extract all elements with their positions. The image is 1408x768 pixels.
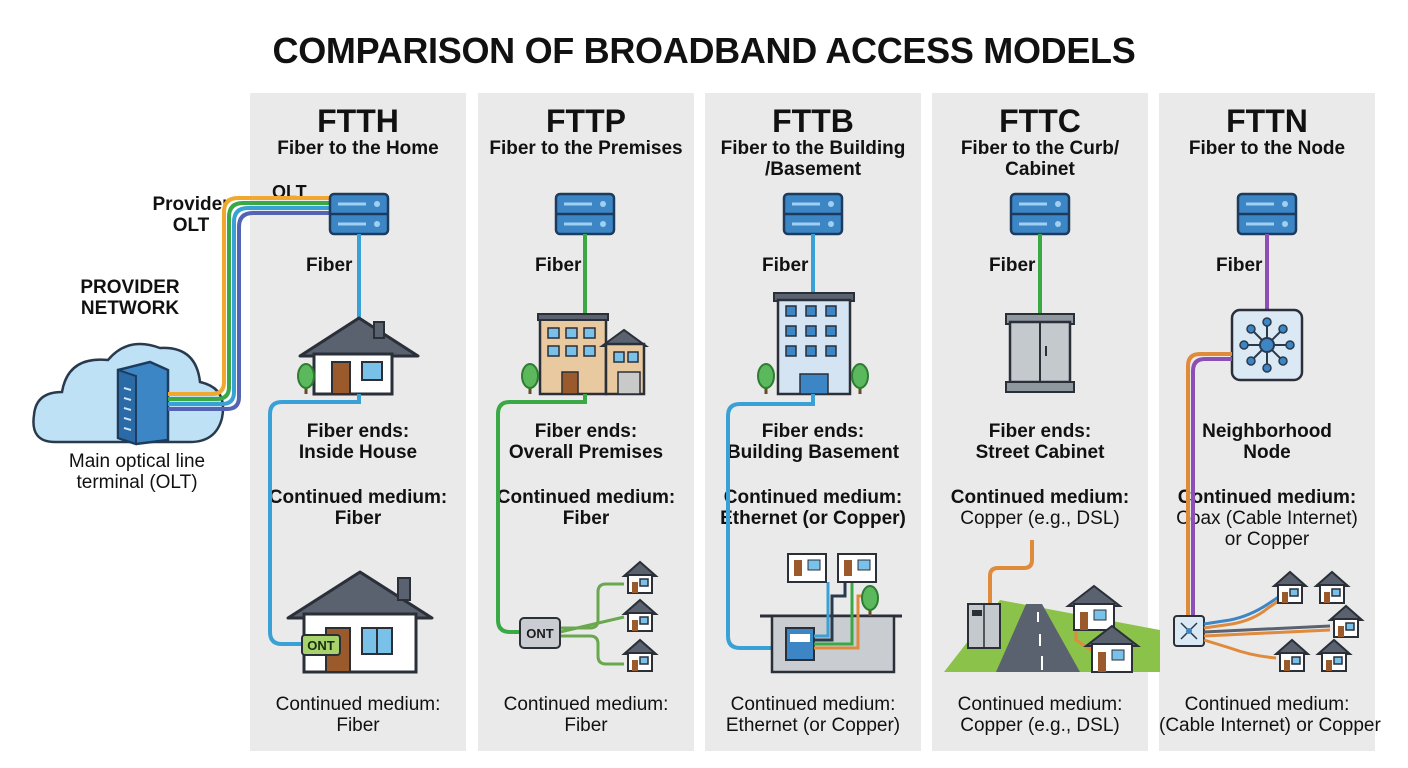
ont-device-icon <box>519 617 561 649</box>
ont-device-icon <box>301 634 341 656</box>
tree-icon <box>521 363 539 395</box>
fiber-label: Fiber <box>535 255 582 276</box>
fiber-ends-label: Fiber ends:Overall Premises <box>508 421 664 463</box>
continued-medium-label: Continued medium:Coax (Cable Internet)or… <box>1176 487 1358 550</box>
continued-medium-label: Continued medium:Copper (e.g., DSL) <box>950 487 1130 529</box>
bottom-medium-label: Continued medium:Fiber <box>503 694 669 736</box>
bottom-medium-label: Continued medium:Ethernet (or Copper) <box>725 694 901 736</box>
fiber-label: Fiber <box>1216 255 1263 276</box>
fiber-ends-label: Fiber ends:Inside House <box>298 421 418 463</box>
olt-server-icon <box>554 192 616 236</box>
node-feed-cable <box>1186 352 1232 616</box>
home-icon <box>623 561 657 594</box>
panel-subtitle: Fiber to the Curb/Cabinet <box>960 138 1120 180</box>
coax-drop-lines <box>1203 594 1331 660</box>
curb-cabinet-icon <box>967 603 1001 649</box>
panel-subtitle: Fiber to the Building/Basement <box>720 138 906 180</box>
panel-abbr: FTTC <box>999 103 1081 139</box>
fiber-label: Fiber <box>989 255 1036 276</box>
home-icon <box>1329 605 1363 638</box>
street-cabinet-icon <box>1005 313 1075 393</box>
home-icon <box>1275 639 1309 672</box>
home-icon <box>623 599 657 632</box>
drop-lines <box>559 582 625 666</box>
fiber-premises-line <box>496 394 587 634</box>
panel-subtitle: Fiber to the Premises <box>489 138 683 159</box>
panel-abbr: FTTB <box>772 103 854 139</box>
tree-icon <box>757 363 775 395</box>
panel-abbr: FTTP <box>546 103 626 139</box>
fiber-label: Fiber <box>306 255 353 276</box>
olt-server-icon <box>1009 192 1071 236</box>
home-icon <box>286 570 434 674</box>
home-icon <box>1083 624 1141 673</box>
bottom-medium-label: Continued medium:Copper (e.g., DSL) <box>957 694 1123 736</box>
home-icon <box>1315 571 1349 604</box>
ont-label: ONT <box>526 626 554 641</box>
continued-medium-label: Continued medium:Fiber <box>496 487 676 529</box>
distribution-tap-icon <box>1173 615 1205 647</box>
olt-server-icon <box>1236 192 1298 236</box>
home-icon <box>1273 571 1307 604</box>
neighborhood-node-icon <box>1230 308 1304 382</box>
bottom-medium-label: Continued medium:Fiber <box>275 694 441 736</box>
continued-medium-label: Continued medium:Fiber <box>268 487 448 529</box>
home-icon <box>1065 584 1123 631</box>
olt-server-icon <box>782 192 844 236</box>
olt-server-icon <box>328 192 390 236</box>
fiber-basement-line <box>726 394 815 650</box>
panel-subtitle: Fiber to the Home <box>277 138 439 159</box>
page-title: COMPARISON OF BROADBAND ACCESS MODELS <box>272 30 1136 71</box>
tree-icon <box>851 363 869 395</box>
olt-rack-icon <box>116 360 170 446</box>
home-icon <box>623 639 657 672</box>
tree-icon <box>297 363 315 395</box>
fiber-label: Fiber <box>762 255 809 276</box>
continued-medium-label: Continued medium:Ethernet (or Copper) <box>720 487 906 529</box>
copper-line <box>988 540 1034 604</box>
tree-icon <box>861 585 879 617</box>
apartment-building-icon <box>773 292 855 396</box>
ont-label: ONT <box>307 638 335 653</box>
fiber-ends-label: Fiber ends:Street Cabinet <box>975 421 1105 463</box>
apartment-unit-icon <box>837 553 877 583</box>
bottom-medium-label: Continued medium:(Cable Internet) or Cop… <box>1159 694 1381 736</box>
house-icon <box>298 316 420 396</box>
premises-building-icon <box>537 313 650 396</box>
trunk-cable <box>168 196 330 411</box>
apartment-unit-icon <box>787 553 827 583</box>
fiber-ends-label: Fiber ends:Building Basement <box>726 421 900 463</box>
panel-subtitle: Fiber to the Node <box>1188 138 1346 159</box>
fiber-in-house-line <box>268 394 361 646</box>
panel-abbr: FTTH <box>317 103 399 139</box>
home-icon <box>1317 639 1351 672</box>
panel-abbr: FTTN <box>1226 103 1308 139</box>
